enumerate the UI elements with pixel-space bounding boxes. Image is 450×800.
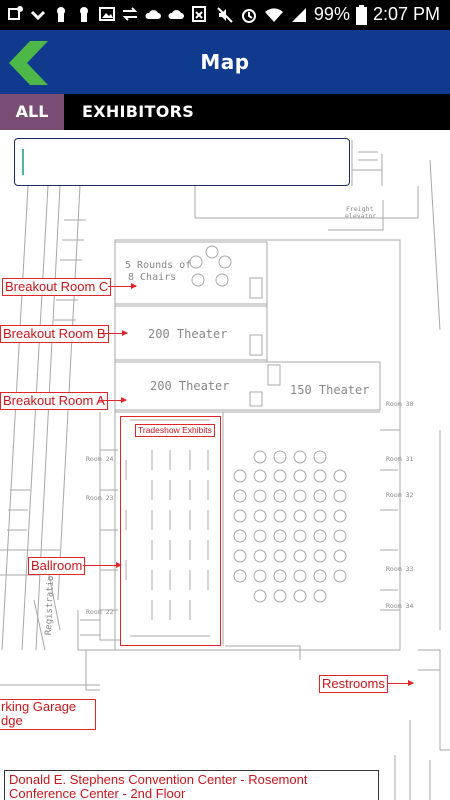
plan-text-theater-a: 200 Theater: [150, 379, 230, 393]
arrow-restrooms: [387, 680, 414, 686]
label-tradeshow-exhibits: Tradeshow Exhibits: [135, 424, 215, 437]
arrow-breakout-room-b: [103, 330, 128, 336]
venue-caption-line1: Donald E. Stephens Convention Center - R…: [9, 772, 308, 787]
plan-text-room-30: Room 30: [386, 400, 414, 408]
page-title: Map: [200, 50, 250, 74]
message-icon: [192, 6, 206, 22]
battery-icon: [355, 4, 367, 25]
transfer-icon: [122, 7, 138, 21]
label-ballroom[interactable]: Ballroom: [28, 557, 86, 575]
label-breakout-room-c[interactable]: Breakout Room C: [2, 278, 112, 296]
plan-text-room-34: Room 34: [386, 602, 414, 610]
back-button[interactable]: [8, 40, 54, 86]
keyhole-icon: [80, 7, 88, 22]
keyhole-icon: [57, 7, 65, 22]
label-restrooms[interactable]: Restrooms: [319, 675, 388, 693]
label-parking-garage[interactable]: rking Garage dge: [0, 699, 96, 730]
arrow-breakout-room-c: [108, 283, 137, 289]
tradeshow-area[interactable]: Tradeshow Exhibits: [120, 416, 221, 646]
cloud-icon: [168, 10, 184, 19]
clock: 2:07 PM: [372, 4, 440, 24]
tab-all[interactable]: ALL: [0, 94, 64, 130]
venue-caption: Donald E. Stephens Convention Center - R…: [4, 770, 379, 800]
cloud-icon: [145, 10, 161, 19]
floor-map[interactable]: 5 Rounds of 8 Chairs 200 Theater 200 The…: [0, 130, 450, 800]
app-bar: Map: [0, 30, 450, 94]
plan-text-room-33: Room 33: [386, 565, 414, 573]
signal-icon: [291, 7, 306, 22]
plan-text-theater-150: 150 Theater: [290, 383, 370, 397]
tab-exhibitors[interactable]: EXHIBITORS: [82, 102, 195, 121]
search-field[interactable]: [14, 138, 350, 186]
mute-icon: [217, 6, 233, 23]
battery-percent: 99%: [313, 4, 350, 24]
status-left-icons: [6, 5, 208, 23]
tab-bar: ALL EXHIBITORS: [0, 94, 450, 130]
plan-text-elevator: elevator: [345, 212, 377, 220]
wifi-icon: [264, 7, 283, 22]
plan-text-room-22: Room 22: [86, 608, 114, 616]
chevron-left-icon: [9, 41, 48, 85]
plan-text-chairs: 8 Chairs: [128, 272, 177, 283]
image-icon: [99, 7, 115, 21]
arrow-breakout-room-a: [99, 397, 127, 403]
plan-text-room-24: Room 24: [86, 455, 114, 463]
venue-caption-line2: Conference Center - 2nd Floor: [9, 786, 186, 800]
notification-icon: [8, 6, 23, 20]
status-right: 99% 2:07 PM: [216, 4, 440, 25]
search-input[interactable]: [15, 139, 349, 185]
arrow-ballroom: [83, 562, 122, 568]
voicemail-icon: [30, 10, 46, 21]
plan-text-theater-b: 200 Theater: [148, 327, 228, 341]
plan-text-room-31: Room 31: [386, 455, 414, 463]
label-breakout-room-a[interactable]: Breakout Room A: [0, 392, 108, 410]
alarm-icon: [241, 8, 256, 23]
plan-text-room-23: Room 23: [86, 494, 114, 502]
plan-text-rounds: 5 Rounds of: [125, 260, 192, 271]
parking-label-line2: dge: [1, 713, 23, 728]
label-breakout-room-b[interactable]: Breakout Room B: [0, 325, 109, 343]
plan-text-freight: Freight: [346, 205, 374, 213]
plan-text-room-32: Room 32: [386, 491, 414, 499]
parking-label-line1: rking Garage: [1, 699, 77, 714]
status-bar: 99% 2:07 PM: [0, 0, 450, 30]
